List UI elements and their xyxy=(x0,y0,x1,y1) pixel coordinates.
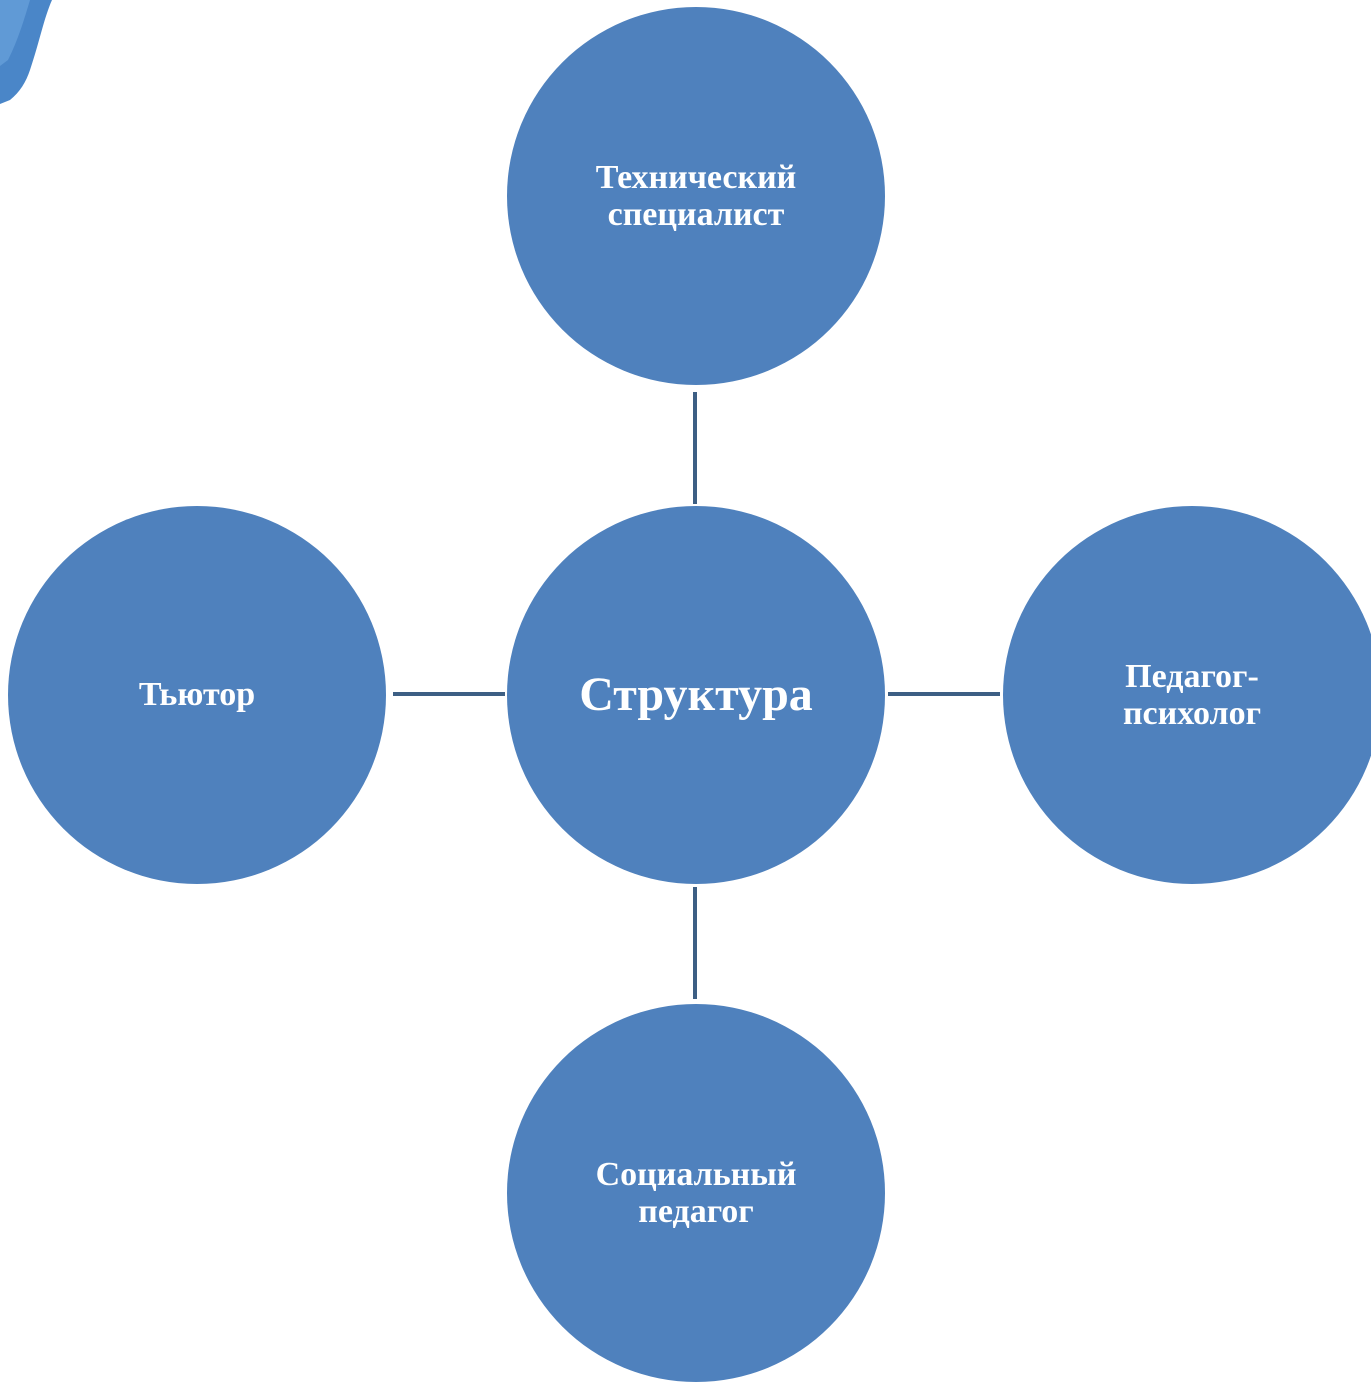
node-top-label: Технический специалист xyxy=(595,158,797,233)
node-center-label: Структура xyxy=(579,667,813,721)
corner-decoration xyxy=(0,0,52,104)
node-center: Структура xyxy=(507,506,885,884)
connector-bottom xyxy=(693,887,697,999)
node-bottom-label: Социальный педагог xyxy=(595,1155,797,1230)
connector-left xyxy=(393,692,505,696)
node-bottom: Социальный педагог xyxy=(507,1004,885,1382)
node-left: Тьютор xyxy=(8,506,386,884)
connector-right xyxy=(888,692,1000,696)
connector-top xyxy=(693,392,697,504)
corner-ribbon-highlight xyxy=(0,0,30,66)
node-right: Педагог- психолог xyxy=(1003,506,1371,884)
node-right-label: Педагог- психолог xyxy=(1122,657,1262,732)
node-top: Технический специалист xyxy=(507,7,885,385)
node-left-label: Тьютор xyxy=(138,676,256,714)
